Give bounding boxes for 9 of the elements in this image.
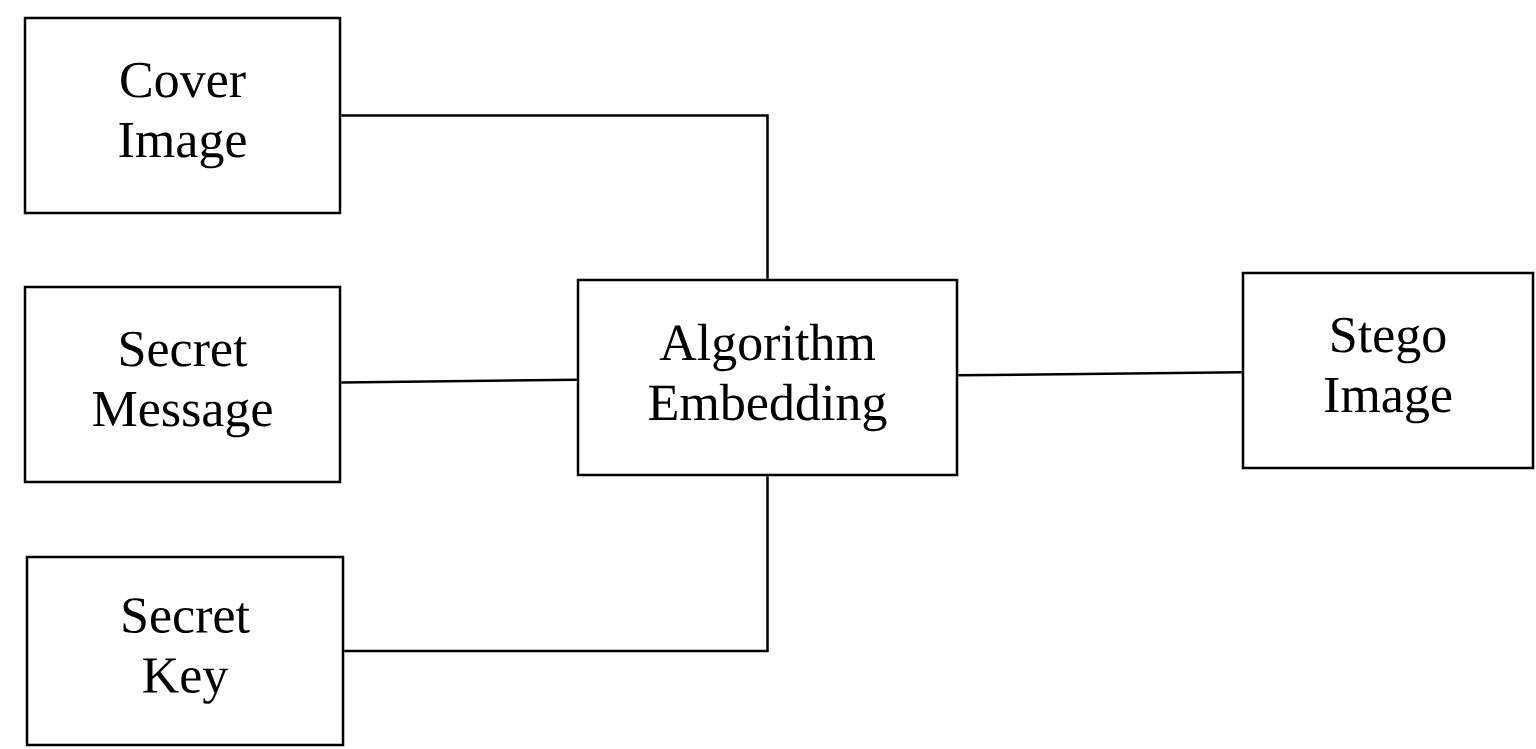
process-box: Cover Image	[23, 16, 342, 215]
connector-line	[341, 114, 769, 279]
process-box: Secret Message	[23, 285, 342, 484]
connector-line	[344, 476, 769, 653]
connector-line	[958, 370, 1242, 377]
process-box: Secret Key	[25, 555, 345, 747]
process-box: Algorithm Embedding	[576, 278, 959, 477]
connector-line	[341, 378, 577, 384]
process-box: Stego Image	[1241, 271, 1535, 470]
